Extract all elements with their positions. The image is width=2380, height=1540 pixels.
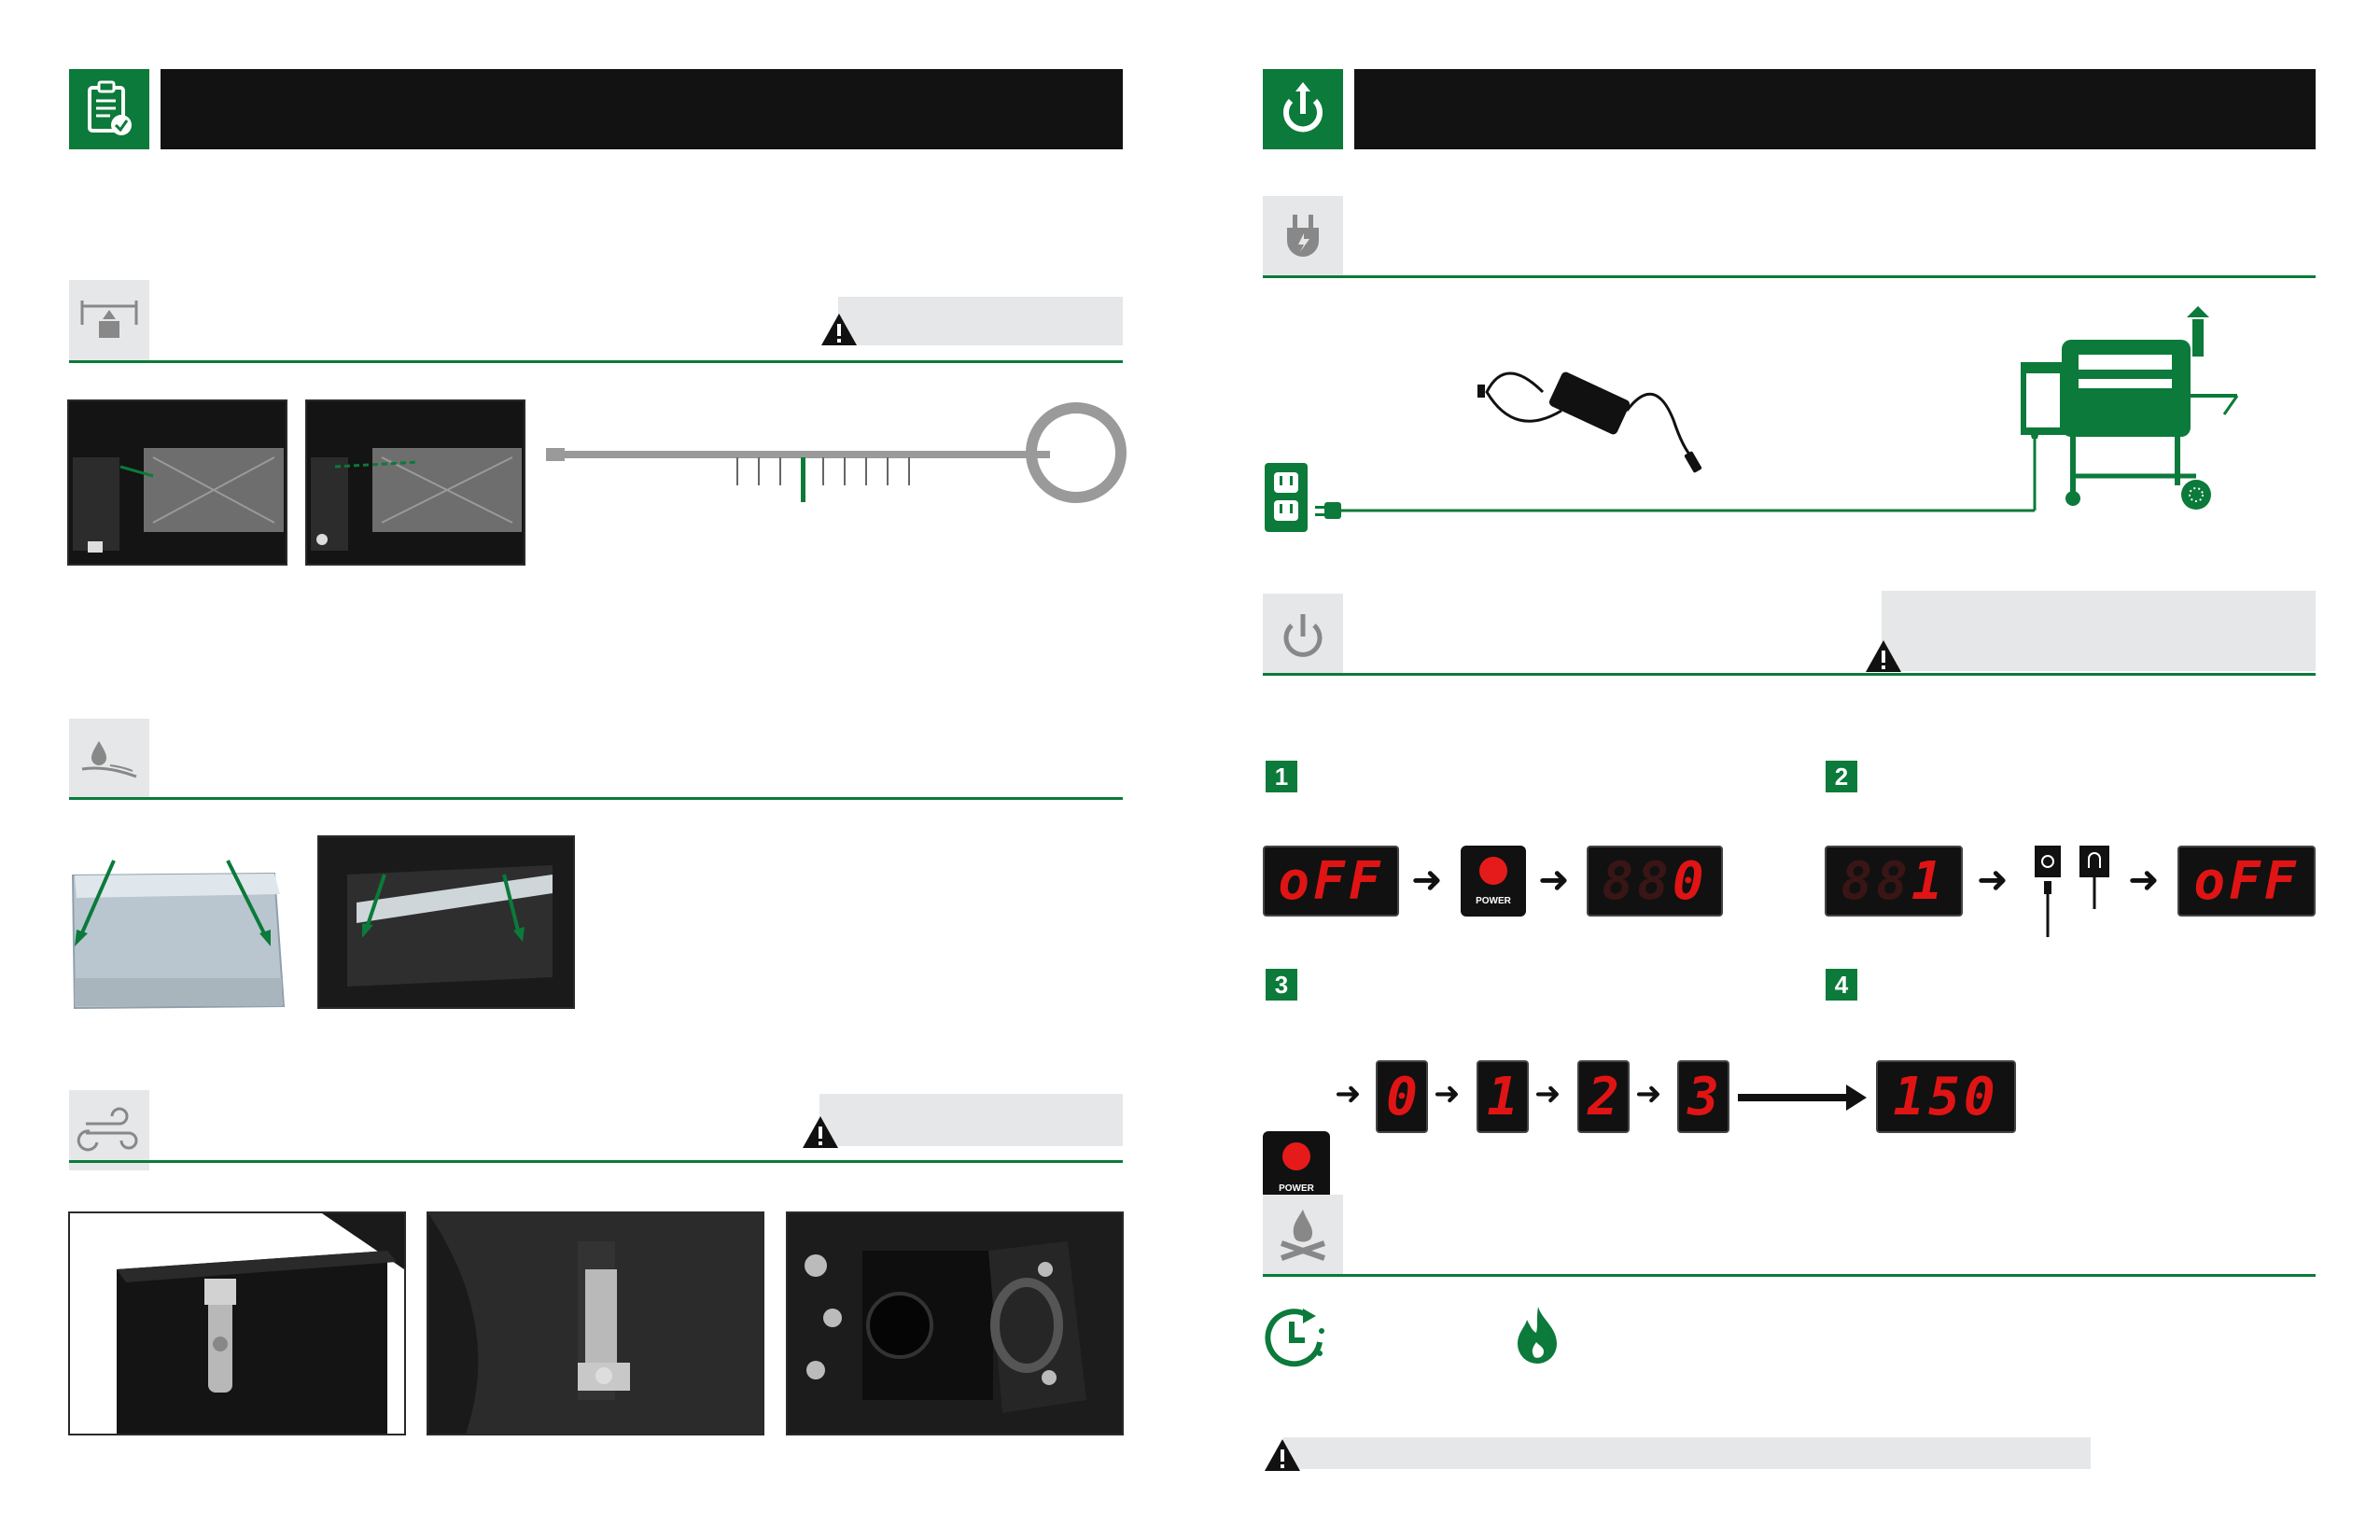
- power-divider: [1263, 673, 2316, 676]
- fire-divider: [1263, 1274, 2316, 1277]
- auger-level-icon: [80, 301, 138, 338]
- power-icon: [1283, 614, 1323, 657]
- left-header-icon-box: [69, 69, 149, 149]
- wind-icon: [77, 1107, 138, 1152]
- right-header-icon-box: [1263, 69, 1343, 149]
- right-header-bar: [1354, 69, 2316, 149]
- plug-icon: [1287, 215, 1319, 257]
- clipboard-check-icon: [88, 80, 132, 135]
- fire-section-icon-box: [1263, 1195, 1343, 1275]
- fire-warning-bar: [1283, 1437, 2091, 1469]
- vent-latch-photo: [68, 1211, 406, 1435]
- auger-section-icon-box: [69, 280, 149, 360]
- vent-divider: [69, 1160, 1123, 1163]
- power-button-dot: [1282, 1142, 1310, 1170]
- grease-section-icon-box: [69, 719, 149, 799]
- auger-photo-1: [67, 399, 287, 566]
- step-3-digit-1: 1: [1477, 1060, 1529, 1133]
- step-3-digit-2: 2: [1577, 1060, 1630, 1133]
- power-warning-bar: [1882, 591, 2316, 671]
- power-warning-icon: [1866, 640, 1901, 672]
- step-3-long-arrow: [1738, 1085, 1867, 1111]
- oil-drop-icon: [81, 741, 137, 778]
- power-icon: [1283, 82, 1323, 133]
- power-button-label: POWER: [1279, 1183, 1314, 1194]
- vent-chimney-photo: [786, 1211, 1124, 1435]
- grease-tray-photo: [69, 857, 286, 1012]
- clock-timer-icon: [1265, 1309, 1324, 1367]
- flame-icon: [1518, 1307, 1557, 1364]
- power-section-icon-box: [1263, 594, 1343, 674]
- step-3-arrow-1: ➜: [1335, 1075, 1362, 1113]
- step-1-display-end-value: 0: [1672, 850, 1708, 912]
- left-header-bar: [161, 69, 1123, 149]
- step-2-number: 2: [1826, 761, 1857, 792]
- grease-divider: [69, 797, 1123, 800]
- step-1-arrow-1: ➜: [1411, 859, 1443, 902]
- power-connection-diagram: [1265, 306, 2239, 532]
- step-3-arrow-3: ➜: [1534, 1075, 1561, 1113]
- step-1-display-start: oFF: [1263, 846, 1399, 917]
- step-3-power-button[interactable]: POWER: [1263, 1131, 1330, 1204]
- auger-warning-icon: [821, 314, 857, 345]
- power-button-dot: [1479, 857, 1507, 885]
- step-3-digit-3: 3: [1677, 1060, 1729, 1133]
- step-3-display-end: 150: [1876, 1060, 2016, 1133]
- vent-warning-bar: [819, 1094, 1123, 1146]
- campfire-icon: [1281, 1210, 1325, 1261]
- step-1-number: 1: [1266, 761, 1297, 792]
- step-1-arrow-2: ➜: [1538, 859, 1570, 902]
- plug-divider: [1263, 275, 2316, 278]
- step-1-power-button[interactable]: POWER: [1461, 846, 1526, 917]
- plug-section-icon-box: [1263, 196, 1343, 276]
- vent-warning-icon: [803, 1116, 838, 1148]
- fire-warning-icon: [1265, 1439, 1300, 1471]
- step-3-digit-0: 0: [1376, 1060, 1428, 1133]
- step-3-number: 3: [1266, 969, 1297, 1001]
- switch-icon: [2035, 846, 2109, 937]
- vent-section-icon-box: [69, 1090, 149, 1170]
- auger-photo-2: [305, 399, 525, 566]
- step-2-display-start-value: 1: [1911, 850, 1947, 912]
- auger-rod-diagram: [546, 402, 1127, 503]
- step-3-arrow-2: ➜: [1434, 1075, 1461, 1113]
- auger-divider: [69, 360, 1123, 363]
- auger-warning-bar: [838, 297, 1123, 345]
- power-button-label: POWER: [1476, 896, 1511, 906]
- step-2-display-end: oFF: [2177, 846, 2316, 917]
- step-2-arrow-1: ➜: [1977, 859, 2009, 902]
- vent-clip-photo: [427, 1211, 764, 1435]
- step-4-number: 4: [1826, 969, 1857, 1001]
- step-3-arrow-4: ➜: [1635, 1075, 1662, 1113]
- step-2-arrow-2: ➜: [2128, 859, 2160, 902]
- grease-chamber-photo: [317, 835, 575, 1009]
